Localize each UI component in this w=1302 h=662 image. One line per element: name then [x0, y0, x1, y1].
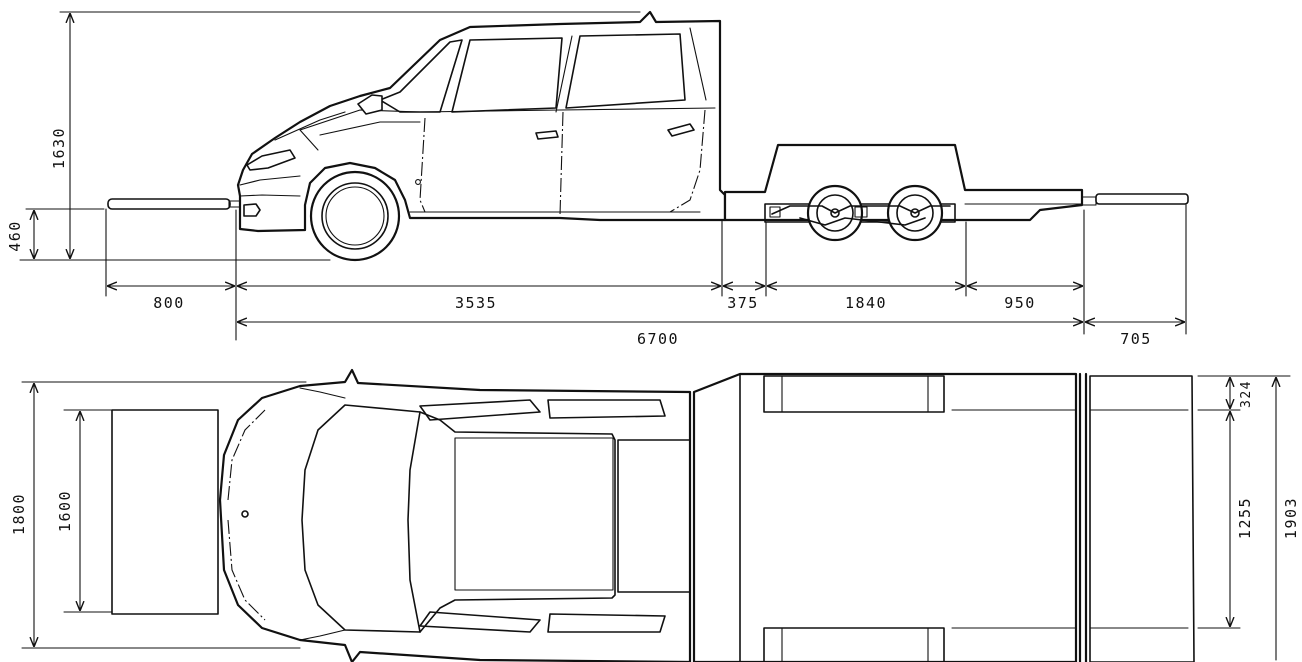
dim-label-800: 800 — [153, 294, 185, 312]
top-dimension-lines — [21, 375, 1291, 661]
side-view: 1630 460 800 3535 375 1840 950 6700 705 — [6, 10, 1189, 348]
dim-label-705: 705 — [1120, 330, 1152, 348]
dim-label-1903: 1903 — [1282, 497, 1300, 539]
dim-label-1600: 1600 — [56, 490, 74, 532]
top-view: 1800 1600 324 1255 1903 — [10, 368, 1300, 662]
dim-label-1255: 1255 — [1236, 497, 1254, 539]
car-side-profile — [236, 10, 727, 233]
front-wheel — [309, 170, 401, 262]
rear-tow-bar — [1081, 193, 1189, 206]
dim-label-1800: 1800 — [10, 493, 28, 535]
dim-label-460: 460 — [6, 220, 24, 252]
dim-label-950: 950 — [1004, 294, 1036, 312]
dim-label-375: 375 — [727, 294, 759, 312]
dim-label-1630: 1630 — [50, 127, 68, 169]
trailer-top-profile — [692, 372, 1195, 662]
car-top-profile — [218, 368, 692, 662]
dim-label-1840: 1840 — [845, 294, 887, 312]
top-front-bar — [111, 409, 219, 615]
front-tow-bar — [107, 198, 242, 210]
side-dimension-lines — [19, 11, 1187, 341]
dim-label-324: 324 — [1239, 380, 1254, 408]
dim-label-6700: 6700 — [637, 330, 679, 348]
dim-label-3535: 3535 — [455, 294, 497, 312]
trailer-side — [723, 143, 1084, 242]
